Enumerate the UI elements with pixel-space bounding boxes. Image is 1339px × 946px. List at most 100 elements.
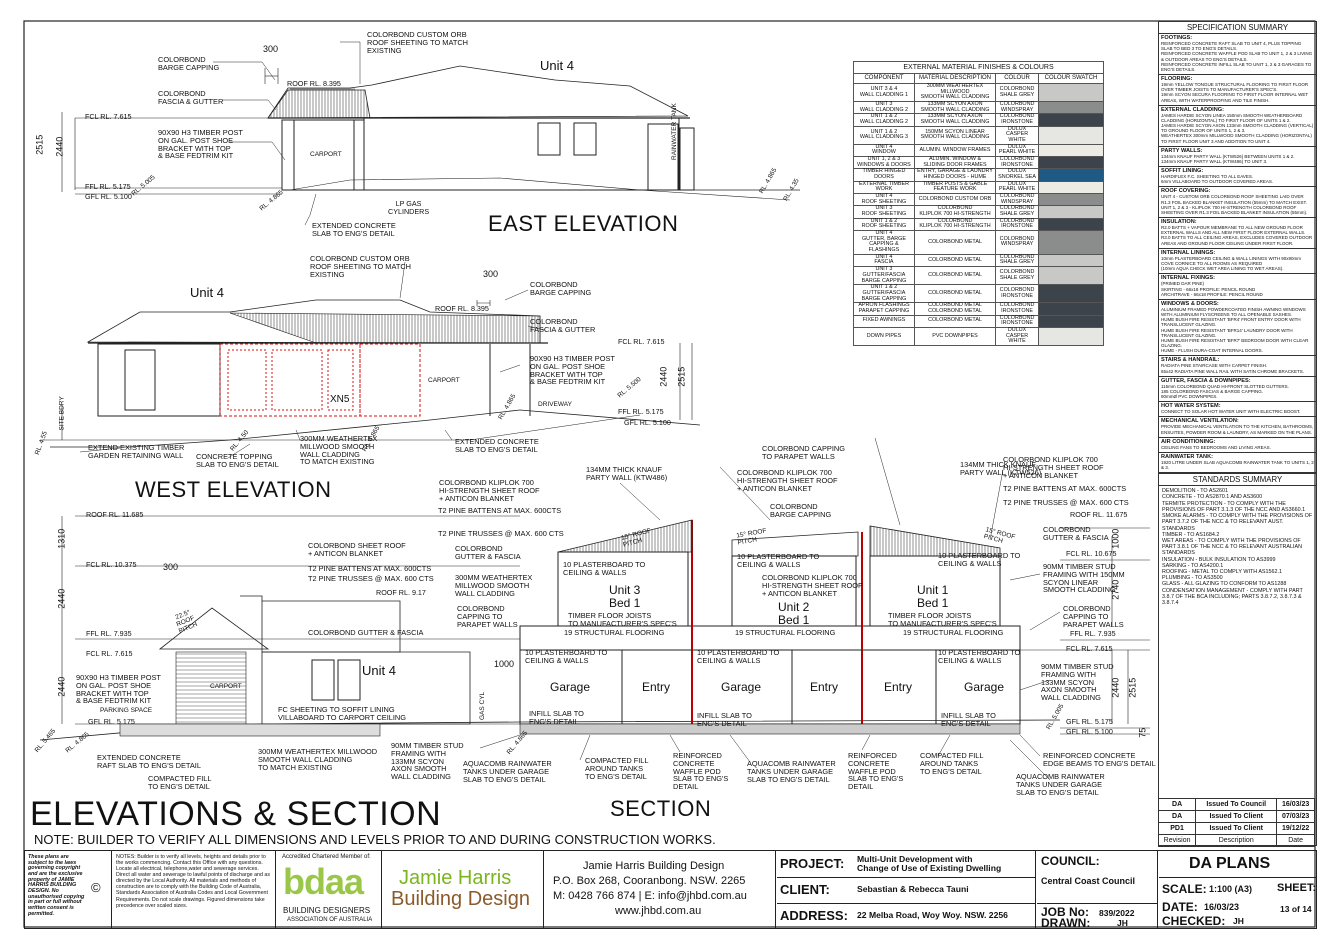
mat-swatch xyxy=(1038,113,1104,127)
sec-note-truss: T2 PINE TRUSSES @ MAX. 600 CTS xyxy=(308,574,434,583)
sec-fcl-10375: FCL RL. 10.375 xyxy=(86,560,137,569)
spec-section: SOFFIT LINING:HARDIFLEX F.C. SHEETING TO… xyxy=(1159,167,1316,188)
mat-description: COLORBOND METAL xyxy=(913,266,997,286)
mat-component: UNIT 3 & 4 WALL CLADDING 1 xyxy=(853,82,915,103)
spec-section-title: INTERNAL FIXINGS: xyxy=(1161,275,1215,282)
builder-notes: NOTES: Builder is to verify all levels, … xyxy=(116,854,270,909)
sec-floor-c: 19 STRUCTURAL FLOORING xyxy=(903,628,1004,637)
mat-component: TIMBER HINGED DOORS xyxy=(853,168,915,182)
sec-note-compact3: COMPACTED FILL AROUND TANKS TO ENG'S DET… xyxy=(920,751,984,776)
date-label: DATE: xyxy=(1162,900,1198,914)
brand-line-1: Jamie Harris xyxy=(399,867,512,889)
west-note-topping: CONCRETE TOPPING SLAB TO ENG'S DETAIL xyxy=(196,452,279,469)
spec-section-body: CEILING FANS TO BEDROOMS AND LIVING AREA… xyxy=(1161,444,1271,450)
east-note-orb: COLORBOND CUSTOM ORB ROOF SHEETING TO MA… xyxy=(367,30,469,55)
mat-colour: COLORBOND SHALE GREY xyxy=(995,82,1039,103)
east-note-fascia: COLORBOND FASCIA & GUTTER xyxy=(158,89,224,106)
east-dim-2440: 2440 xyxy=(54,136,65,157)
sec-floor-a: 19 STRUCTURAL FLOORING xyxy=(564,628,665,637)
west-dim-2515: 2515 xyxy=(676,366,687,387)
spec-section-title: FOOTINGS: xyxy=(1161,35,1193,41)
mat-description: 133mm SCYON AXON SMOOTH WALL CLADDING xyxy=(913,113,997,127)
east-unit-label: Unit 4 xyxy=(540,58,574,73)
mat-description: PVC DOWNPIPES xyxy=(913,326,997,346)
west-xn5-label: XN5 xyxy=(330,394,350,405)
job-value: 839/2022 xyxy=(1099,908,1135,918)
sec-note-stud3: 90mm TIMBER STUD FRAMING WITH 133mm SCYO… xyxy=(391,741,464,782)
mat-swatch xyxy=(1038,168,1104,182)
rev-date: 07/03/23 xyxy=(1276,810,1315,823)
sec-fcl-7615: FCL RL. 7.615 xyxy=(86,649,133,658)
spec-section: INTERNAL FIXINGS:(PRIMED DAR PINE) SKIRT… xyxy=(1159,274,1316,300)
status-value: DA PLANS xyxy=(1189,855,1271,872)
spec-section-body: CONNECT TO SOLAR HOT WATER UNIT WITH ELE… xyxy=(1161,409,1301,415)
sec-carport-label: CARPORT xyxy=(210,683,242,690)
mat-description: COLORBOND METAL xyxy=(913,230,997,255)
east-note-slab: EXTENDED CONCRETE SLAB TO ENG'S DETAIL xyxy=(312,221,396,238)
sec-garage-1: Garage xyxy=(550,680,591,694)
mat-swatch xyxy=(1038,101,1104,115)
mat-component: UNIT 1 & 2 ROOF SHEETING xyxy=(853,217,915,232)
mat-swatch xyxy=(1038,217,1104,232)
rev-description: Issued To Council xyxy=(1195,798,1278,811)
mat-component: UNIT 1 & 2 GUTTER/FASCIA BARGE CAPPING xyxy=(853,284,915,304)
spec-section: HOT WATER SYSTEM:CONNECT TO SOLAR HOT WA… xyxy=(1159,402,1316,418)
standards-title: STANDARDS SUMMARY xyxy=(1159,473,1316,487)
west-note-orb: COLORBOND CUSTOM ORB ROOF SHEETING TO MA… xyxy=(310,254,412,279)
sec-note-batt3: T2 PINE BATTENS AT MAX. 600CTS xyxy=(1003,484,1127,493)
east-rainwater-tank-label: RAINWATER TANK xyxy=(671,103,678,160)
mat-swatch xyxy=(1038,284,1104,304)
sec-infill-a: INFILL SLAB TO ENG'S DETAIL xyxy=(529,709,584,726)
accredited-label: Accredited Chartered Member of: xyxy=(282,854,371,860)
mat-colour: COLORBOND WINDSPRAY xyxy=(995,193,1039,207)
sec-infill-b: INFILL SLAB TO ENG'S DETAIL xyxy=(697,711,752,728)
sec-note-aqua2: AQUACOMB RAINWATER TANKS UNDER GARAGE SL… xyxy=(747,759,836,784)
council-value: Central Coast Council xyxy=(1041,876,1136,886)
sec-note-aqua3: AQUACOMB RAINWATER TANKS UNDER GARAGE SL… xyxy=(1016,772,1105,797)
sec-note-klip1: COLORBOND KLIPLOK 700 HI-STRENGTH SHEET … xyxy=(439,478,540,503)
sec-note-post: 90x90 H3 TIMBER POST ON GAL. POST SHOE B… xyxy=(76,673,161,706)
mat-description: COLORBOND KLIPLOK 700 HI-STRENGTH xyxy=(913,217,997,232)
sec-note-gutter: COLORBOND GUTTER & FASCIA xyxy=(308,628,424,637)
sec-entry-2: Entry xyxy=(810,680,839,694)
spec-section-title: WINDOWS & DOORS: xyxy=(1161,300,1219,307)
drawn-label: DRAWN: xyxy=(1041,916,1091,930)
mat-description: 150mm SCYON LINEAR SMOOTH WALL CLADDING xyxy=(913,125,997,145)
sec-garage-3: Garage xyxy=(964,680,1005,694)
mat-swatch xyxy=(1038,253,1104,268)
section-drawing xyxy=(39,437,1150,781)
mat-swatch xyxy=(1038,302,1104,316)
mat-swatch xyxy=(1038,143,1104,158)
spec-section-title: SOFFIT LINING: xyxy=(1161,168,1204,175)
sec-unit4-label: Unit 4 xyxy=(362,663,396,678)
standards-text: DEMOLITION - TO AS2601 CONCRETE - TO AS2… xyxy=(1162,488,1313,606)
spec-section: EXTERNAL CLADDING:JAMES HARDIE SCYON LIN… xyxy=(1159,106,1316,147)
mat-colour: COLORBOND IRONSTONE xyxy=(995,217,1039,232)
west-site-boundary: SITE BDRY xyxy=(58,396,66,431)
company-po: P.O. Box 268, Cooranbong. NSW. 2265 xyxy=(553,875,746,887)
spec-section: PARTY WALLS:134mm KNAUF PARTY WALL (KTW5… xyxy=(1159,147,1316,168)
spec-section-title: EXTERNAL CLADDING: xyxy=(1161,106,1224,113)
title-block: These plans are subject to the laws gove… xyxy=(24,850,1317,929)
copyright-icon: © xyxy=(91,880,101,895)
spec-section-body: (PRIMED DAR PINE) SKIRTING - 66x18 PROFI… xyxy=(1161,281,1263,297)
east-dim-300: 300 xyxy=(263,44,279,54)
sec-entry-1: Entry xyxy=(642,680,671,694)
spec-section-title: RAINWATER TANK: xyxy=(1161,453,1213,460)
sec-infill-c: INFILL SLAB TO ENG'S DETAIL xyxy=(941,711,996,728)
mat-colour: COLORBOND SHALE GREY xyxy=(995,205,1039,219)
mat-colour: DULUX SNORKEL SEA xyxy=(995,168,1039,182)
mat-component: FIXED AWNINGS xyxy=(853,314,915,328)
spec-section-body: 19mm YELLOW TONGUE STRUCTURAL FLOORING T… xyxy=(1161,82,1309,103)
mat-colour: COLORBOND SHALE GREY xyxy=(995,266,1039,286)
west-note-fascia: COLORBOND FASCIA & GUTTER xyxy=(530,317,596,334)
mat-colour: COLORBOND IRONSTONE xyxy=(995,284,1039,304)
sec-plaster-d: 10 PLASTERBOARD TO CEILING & WALLS xyxy=(525,648,608,665)
